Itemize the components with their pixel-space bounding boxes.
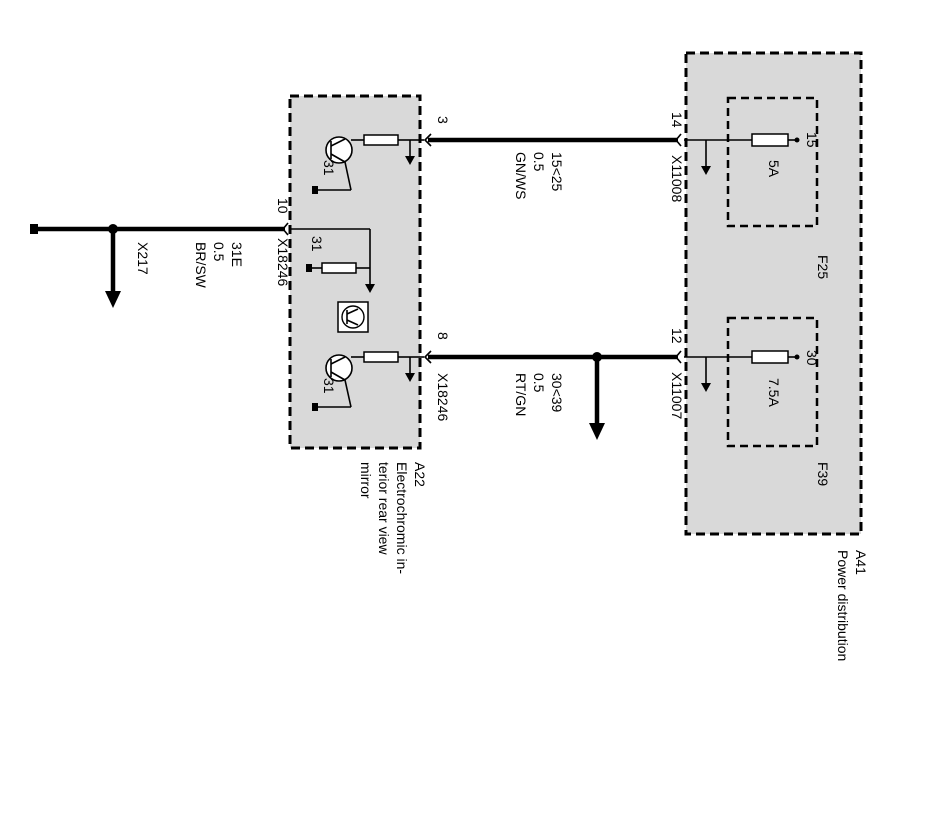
fuse-f25-id: F25: [815, 255, 831, 279]
wire-lower-gauge: 0.5: [531, 373, 547, 393]
pin-label-10: 10: [275, 198, 291, 214]
wire-left-color: BR/SW: [193, 242, 209, 289]
connector-x11008: X11008: [669, 155, 685, 202]
ground-arrow-icon: [701, 166, 711, 175]
wire-upper-signal: 15<25: [549, 152, 565, 192]
transistor-lower-out: [344, 379, 352, 408]
fuse-f25-node: [794, 137, 800, 143]
arrow-down-icon: [589, 423, 605, 440]
pin-label-14: 14: [669, 112, 685, 128]
module-a22-desc-line3: mirror: [358, 462, 374, 499]
fuse-f25-pin: 15: [804, 132, 820, 148]
ground-symbol-upper: [312, 186, 318, 194]
ground-arrow-icon: [365, 284, 375, 293]
fuse-f39-pin: 30: [804, 350, 820, 366]
transistor-upper-out: [344, 161, 352, 191]
light-sensor-lead-a: [346, 308, 359, 315]
pin-marker-12: [674, 350, 682, 364]
fuse-symbol-f25: [751, 133, 789, 147]
ground-arrow-icon: [701, 383, 711, 392]
pin-marker-8: [423, 350, 432, 364]
light-sensor-lead-b: [346, 319, 359, 326]
module-a41-desc: Power distribution: [835, 550, 851, 661]
ground-label-middle: 31: [309, 236, 325, 252]
a41-module-box[interactable]: [684, 51, 863, 536]
transistor-upper-collector: [330, 138, 346, 147]
transistor-upper-emitter: [330, 153, 346, 163]
fuse-f39-id: F39: [815, 462, 831, 486]
fuse-f39-box[interactable]: [726, 316, 819, 448]
connector-x217: X217: [135, 242, 151, 275]
transistor-lower-collector: [330, 356, 346, 365]
wire-left-signal: 31E: [229, 242, 245, 267]
wire-lower-signal: 30<39: [549, 373, 565, 413]
fuse-f39-rating: 7.5A: [766, 378, 782, 407]
transistor-lower: [325, 354, 353, 382]
module-a22-id: A22: [412, 462, 428, 487]
resistor-upper: [363, 134, 399, 146]
wire-upper-color: GN/WS: [513, 152, 529, 199]
light-sensor-box: [337, 301, 369, 333]
wire-left-gauge: 0.5: [211, 242, 227, 262]
pin-marker-14: [674, 133, 682, 147]
fuse-symbol-f39: [751, 350, 789, 364]
fuse-f39-node: [794, 354, 800, 360]
ground-label-lower: 31: [321, 378, 337, 394]
wire-lower-color: RT/GN: [513, 373, 529, 416]
resistor-middle: [321, 262, 357, 274]
fuse-f25-rating: 5A: [766, 160, 782, 178]
fuse-f25-box[interactable]: [726, 96, 819, 228]
connector-x18246-lower: X18246: [435, 373, 451, 421]
connector-x11007: X11007: [669, 372, 685, 419]
pin-label-12: 12: [669, 328, 685, 344]
transistor-upper: [325, 136, 353, 164]
transistor-lower-emitter: [330, 371, 346, 381]
ground-symbol-middle: [306, 264, 312, 272]
wire-upper-gauge: 0.5: [531, 152, 547, 172]
resistor-lower: [363, 351, 399, 363]
module-a22-desc-line1: Electrochromic in-: [394, 462, 410, 574]
light-sensor-icon: [341, 305, 365, 329]
pin-label-8: 8: [435, 332, 451, 340]
pin-marker-3: [423, 133, 432, 147]
wire-end-marker: [30, 224, 38, 234]
ground-arrow-icon: [405, 156, 415, 165]
pin-label-3: 3: [435, 116, 451, 124]
connector-x18246-left: X18246: [275, 238, 291, 286]
module-a22-desc-line2: terior rear view: [376, 462, 392, 555]
arrow-down-icon: [105, 291, 121, 308]
pin-marker-10: [281, 222, 289, 236]
ground-label-upper: 31: [321, 160, 337, 176]
module-a41-id: A41: [853, 550, 869, 575]
ground-symbol-lower: [312, 403, 318, 411]
ground-arrow-icon: [405, 373, 415, 382]
